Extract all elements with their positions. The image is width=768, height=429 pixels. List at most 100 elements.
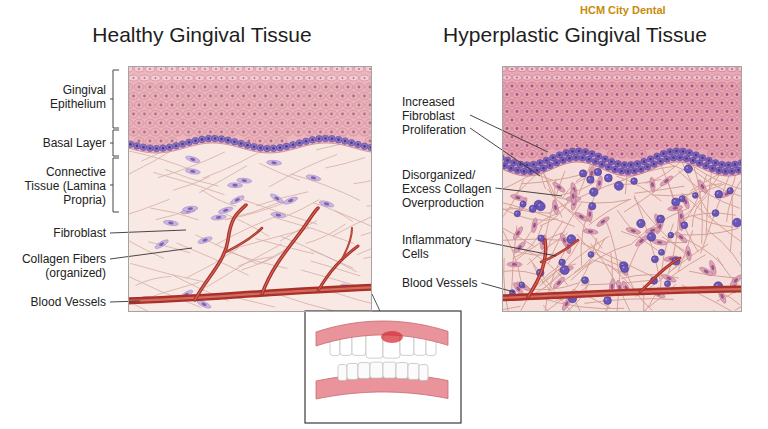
epithelial-cell [288,101,298,109]
part-label: Fibroblast [53,226,106,240]
cell-nucleus [646,144,649,147]
cell-nucleus [631,102,634,105]
cell-nucleus [606,93,609,96]
cell-nucleus [324,137,327,140]
cell-nucleus [726,110,729,113]
cell-highlight [649,235,651,237]
cell-nucleus [171,140,174,143]
cell-nucleus [636,93,639,96]
cell-nucleus [616,110,619,113]
cell-nucleus [358,86,361,89]
epithelial-cell [698,66,707,71]
epithelial-cell [638,99,647,107]
collagen-fiber [361,206,372,235]
epithelial-cell [228,110,238,118]
fibroblast-nucleus [651,182,655,188]
part-label: Increased Fibroblast Proliferation [402,95,484,137]
fibroblast-nucleus [521,201,526,207]
epithelial-cell [623,125,632,133]
cell-nucleus [734,163,737,166]
epithelial-cell [283,92,293,100]
basal-cell [634,160,641,167]
cell-nucleus [541,68,543,70]
cell-nucleus [215,122,218,125]
cell-nucleus [526,164,529,167]
cell-nucleus [581,119,584,122]
cell-nucleus [556,110,559,113]
basal-layer [502,148,742,175]
cell-nucleus [357,143,360,146]
cell-nucleus [676,77,678,79]
cell-nucleus [358,122,361,125]
cell-nucleus [640,168,643,171]
cell-nucleus [641,102,644,105]
epithelial-cell [658,116,667,124]
basal-cell [504,157,511,164]
cell-nucleus [736,110,739,113]
cell-nucleus [571,102,574,105]
collagen-fiber [577,234,619,265]
cell-nucleus [566,110,569,113]
cell-nucleus [182,104,185,107]
cell-nucleus [601,102,604,105]
label-wrap: Inflammatory Cells [402,233,484,261]
epithelial-cell [588,99,597,107]
basal-cell [712,160,719,167]
cell-highlight [521,202,523,204]
collagen-fiber [671,244,708,271]
epithelial-cell [255,119,265,127]
epithelial-cell [578,116,587,124]
vessel-highlight [318,246,358,291]
cell-highlight [686,167,688,169]
epithelial-cell [728,99,737,107]
epithelial-cell [528,150,537,158]
cell-nucleus [724,170,727,173]
epithelial-cell [683,108,692,116]
epithelial-cell [321,83,331,91]
cell-nucleus [138,104,141,107]
epithelial-cell [643,75,652,80]
cell-nucleus [350,141,353,144]
basal-cell [160,145,167,152]
cell-nucleus [237,86,240,89]
epithelial-cell [316,128,326,136]
fibroblast [197,236,213,245]
fibroblast-nucleus [590,170,593,176]
cell-nucleus [597,155,600,158]
epithelial-cell [316,110,326,118]
cell-nucleus [621,68,623,70]
cell-nucleus [254,77,256,79]
epithelial-cell [338,75,348,81]
collagen-fiber [544,239,572,312]
epithelial-cell [698,82,707,90]
cell-highlight [728,189,730,191]
cell-nucleus [187,131,190,134]
epithelial-cell [228,75,238,81]
panel-heading: Healthy Gingival Tissue [92,23,311,47]
epithelial-cell [305,128,315,136]
epithelial-cell [563,142,572,150]
epithelial-cell [217,128,227,136]
basal-cell [579,155,586,162]
cell-nucleus [541,119,544,122]
fibroblast-nucleus [588,211,591,217]
fibroblast [183,206,198,212]
epithelium [502,66,742,176]
collagen-fiber [274,217,354,243]
epithelial-cell [563,75,572,80]
cell-nucleus [369,140,372,143]
cell-nucleus [526,93,529,96]
epithelial-cell [129,92,139,100]
basal-cell [670,154,677,161]
epithelial-cell [184,75,194,81]
label-wrap: Collagen Fibers (organized) [10,252,106,280]
cell-nucleus [656,144,659,147]
inflammatory-cell [621,265,629,273]
inflammatory-cell [559,259,565,265]
cell-nucleus [561,68,563,70]
fibroblast-body [230,194,246,205]
cell-nucleus [711,85,714,88]
cell-nucleus [270,104,273,107]
cell-nucleus [676,110,679,113]
epithelial-cell [583,142,592,150]
